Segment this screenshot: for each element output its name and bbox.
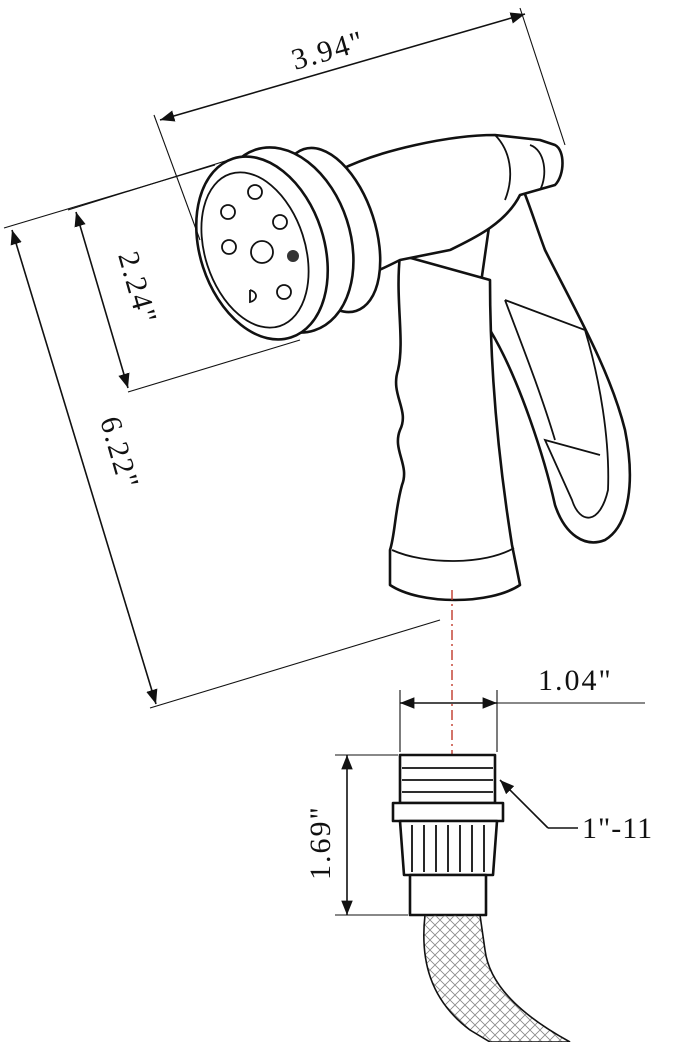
label-head-diameter: 2.24" bbox=[111, 248, 163, 329]
hose-connector bbox=[391, 753, 505, 917]
label-connector-width: 1.04" bbox=[538, 664, 613, 697]
spray-holes bbox=[220, 184, 299, 304]
label-thread-spec: 1"-11 bbox=[582, 812, 653, 845]
trigger bbox=[478, 148, 632, 544]
hose bbox=[423, 914, 571, 1042]
dimension-connector-height: 1.69" bbox=[304, 754, 408, 916]
dimension-connector-width: 1.04" bbox=[399, 664, 645, 752]
label-connector-height: 1.69" bbox=[304, 805, 337, 880]
handle bbox=[388, 253, 522, 602]
label-overall-height: 6.22" bbox=[93, 413, 145, 494]
label-overall-length: 3.94" bbox=[288, 24, 369, 76]
barrel bbox=[338, 133, 564, 282]
thread-callout: 1"-11 bbox=[499, 779, 653, 845]
nozzle-head bbox=[194, 146, 382, 341]
